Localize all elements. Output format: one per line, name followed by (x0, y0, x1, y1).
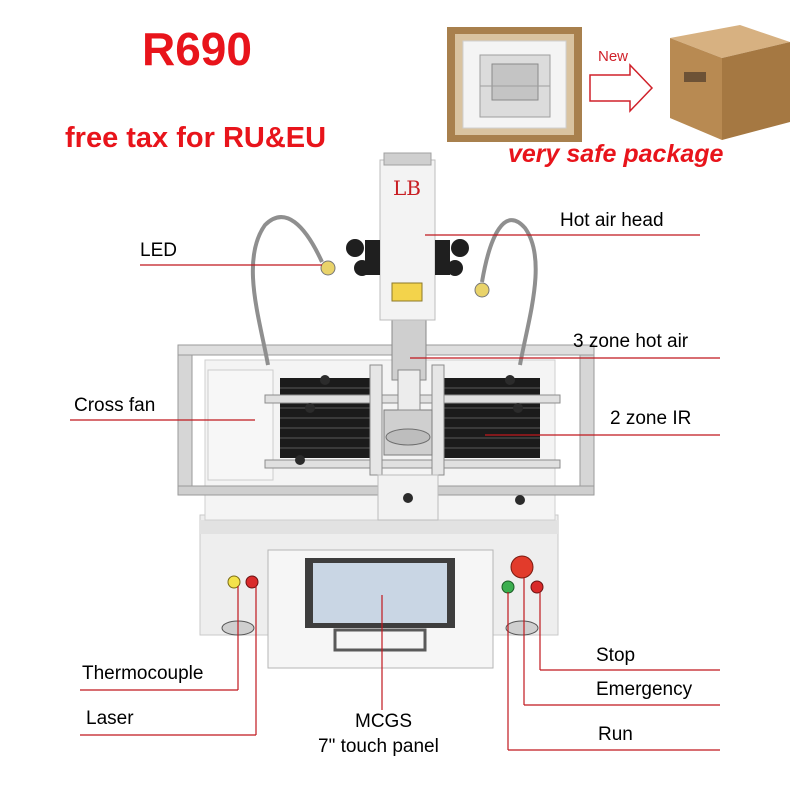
new-arrow-icon (589, 63, 654, 113)
carton-box-photo (670, 25, 790, 140)
label-touch-panel: 7" touch panel (318, 736, 439, 757)
label-stop: Stop (596, 645, 636, 666)
new-label: New (598, 48, 629, 65)
label-laser: Laser (86, 708, 134, 729)
svg-text:LB: LB (393, 176, 421, 200)
label-run: Run (598, 724, 633, 745)
label-hot-air-head: Hot air head (560, 210, 664, 231)
label-thermocouple: Thermocouple (82, 663, 204, 684)
label-emergency: Emergency (596, 679, 693, 700)
model-title: R690 (142, 23, 252, 75)
leader-lines (70, 234, 720, 751)
label-cross-fan: Cross fan (74, 395, 156, 416)
label-mcgs: MCGS (355, 711, 412, 732)
safe-package-note: very safe package (508, 140, 724, 168)
open-box-photo (447, 27, 582, 142)
label-2-zone-ir: 2 zone IR (610, 408, 692, 429)
label-led: LED (140, 240, 177, 261)
label-3-zone-hot-air: 3 zone hot air (573, 331, 689, 352)
tax-note: free tax for RU&EU (65, 122, 327, 154)
